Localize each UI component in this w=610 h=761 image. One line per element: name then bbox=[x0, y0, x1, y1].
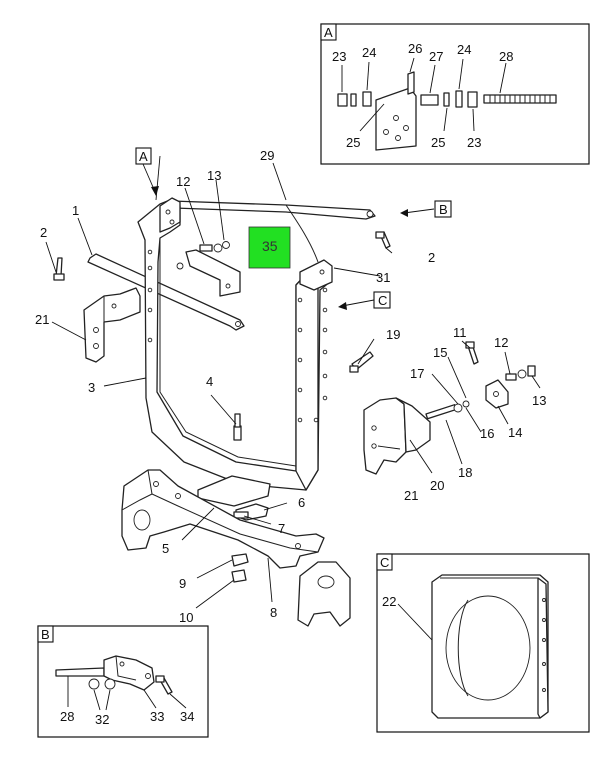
callout-17: 17 bbox=[410, 366, 424, 381]
callout-13-top: 13 bbox=[207, 168, 221, 183]
detail-b-panel: B 28 32 33 34 bbox=[37, 625, 209, 738]
callout-25-a: 25 bbox=[346, 135, 360, 150]
callout-20: 20 bbox=[430, 478, 444, 493]
highlight-part-35-label: 35 bbox=[262, 238, 278, 254]
callout-24-a: 24 bbox=[362, 45, 376, 60]
detail-c-tag: C bbox=[380, 555, 389, 570]
callout-1: 1 bbox=[72, 203, 79, 218]
callout-18: 18 bbox=[458, 465, 472, 480]
callout-2-right: 2 bbox=[428, 250, 435, 265]
callout-14: 14 bbox=[508, 425, 522, 440]
callout-15: 15 bbox=[433, 345, 447, 360]
callout-13-right: 13 bbox=[532, 393, 546, 408]
callout-5: 5 bbox=[162, 541, 169, 556]
callout-33: 33 bbox=[150, 709, 164, 724]
detail-a-tag: A bbox=[324, 25, 333, 40]
callout-31: 31 bbox=[376, 270, 390, 285]
detail-a-ref-tag: A bbox=[139, 149, 148, 164]
callout-25-b: 25 bbox=[431, 135, 445, 150]
callout-27: 27 bbox=[429, 49, 443, 64]
callout-8: 8 bbox=[270, 605, 277, 620]
callout-7: 7 bbox=[278, 521, 285, 536]
callout-6: 6 bbox=[298, 495, 305, 510]
callout-29: 29 bbox=[260, 148, 274, 163]
callout-32: 32 bbox=[95, 712, 109, 727]
callout-28-a: 28 bbox=[499, 49, 513, 64]
callout-26: 26 bbox=[408, 41, 422, 56]
callout-4: 4 bbox=[206, 374, 213, 389]
callout-23-a: 23 bbox=[332, 49, 346, 64]
highlight-part-35[interactable] bbox=[248, 226, 291, 269]
callout-21-right: 21 bbox=[404, 488, 418, 503]
callout-12-right: 12 bbox=[494, 335, 508, 350]
callout-19: 19 bbox=[386, 327, 400, 342]
callout-23-b: 23 bbox=[467, 135, 481, 150]
callout-9: 9 bbox=[179, 576, 186, 591]
detail-b-tag: B bbox=[41, 627, 50, 642]
detail-c-ref-tag: C bbox=[378, 293, 387, 308]
callout-34: 34 bbox=[180, 709, 194, 724]
callout-3: 3 bbox=[88, 380, 95, 395]
callout-11: 11 bbox=[453, 325, 467, 340]
callout-22: 22 bbox=[382, 594, 396, 609]
main-assembly: A B C 35 1 2 2 21 3 4 5 6 7 8 9 10 12 13… bbox=[35, 147, 546, 627]
detail-c-panel: C 22 bbox=[376, 553, 590, 733]
callout-2-left: 2 bbox=[40, 225, 47, 240]
callout-21-left: 21 bbox=[35, 312, 49, 327]
callout-10: 10 bbox=[179, 610, 193, 625]
callout-16: 16 bbox=[480, 426, 494, 441]
callout-28-b: 28 bbox=[60, 709, 74, 724]
detail-a-panel: A bbox=[320, 23, 590, 165]
detail-b-ref-tag: B bbox=[439, 202, 448, 217]
callout-24-b: 24 bbox=[457, 42, 471, 57]
callout-12-top: 12 bbox=[176, 174, 190, 189]
